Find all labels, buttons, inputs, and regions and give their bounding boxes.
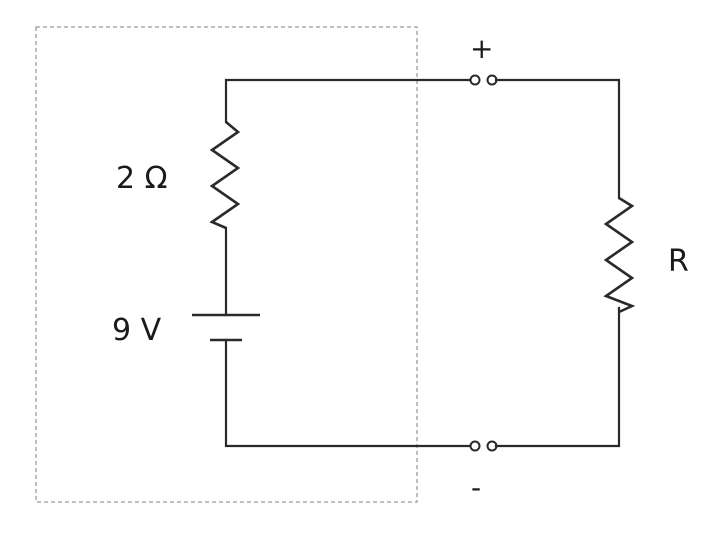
wire-left-bottom xyxy=(224,338,473,448)
wire-right-bottom xyxy=(494,306,621,448)
negative-terminal-label: - xyxy=(471,471,481,504)
wire-top-left xyxy=(224,78,473,124)
positive-terminal-inner xyxy=(469,74,481,86)
source-boundary-box xyxy=(35,26,418,503)
internal-resistor xyxy=(209,121,241,230)
wire-right-top xyxy=(494,78,621,200)
positive-terminal-label: + xyxy=(470,32,493,65)
emf-label: 9 V xyxy=(112,313,162,348)
negative-terminal-inner xyxy=(469,440,481,452)
load-resistor xyxy=(603,196,636,314)
internal-resistance-label: 2 Ω xyxy=(116,161,168,196)
load-resistor-label: R xyxy=(668,244,689,279)
